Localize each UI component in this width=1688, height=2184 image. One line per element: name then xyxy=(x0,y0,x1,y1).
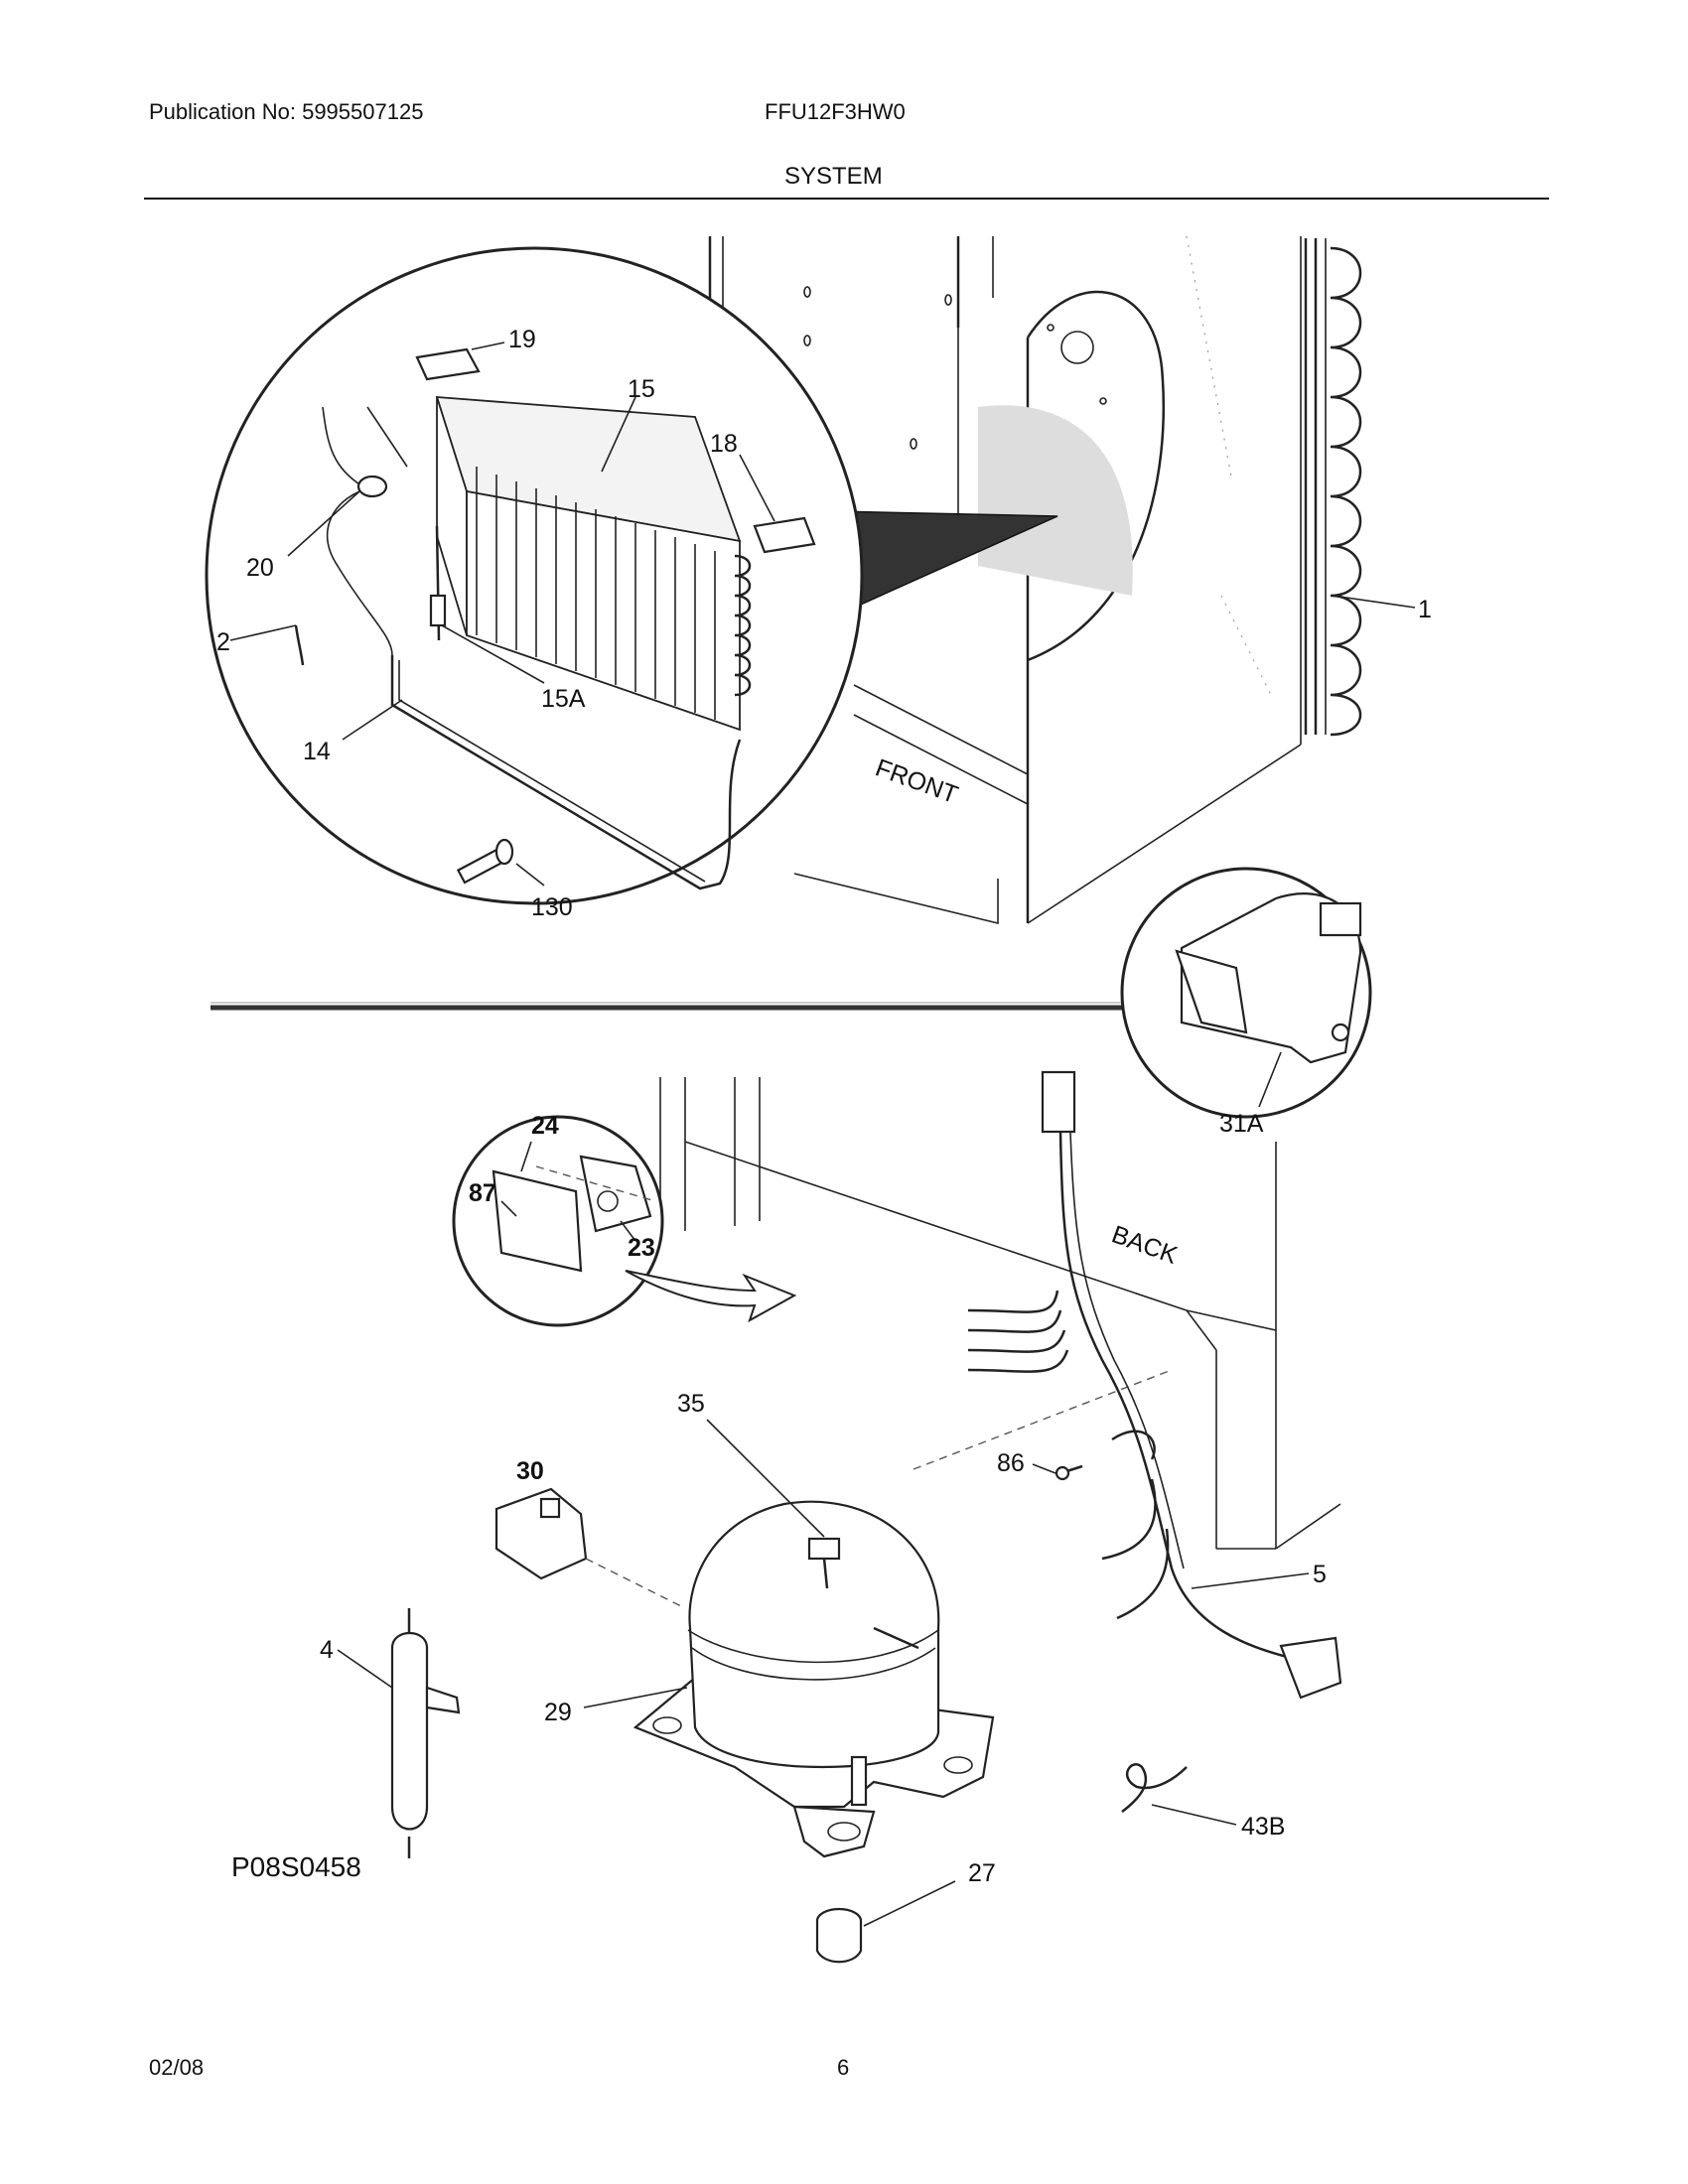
part-label-1: 1 xyxy=(1418,596,1432,623)
wire-2 xyxy=(294,624,305,666)
page-number: 6 xyxy=(837,2055,850,2080)
part-label-14: 14 xyxy=(303,738,331,765)
section-title: SYSTEM xyxy=(784,163,883,190)
compressor-29: 29 xyxy=(544,1500,995,1858)
drawing-code: P08S0458 xyxy=(231,1851,361,1882)
condenser-coil: 1 xyxy=(1304,238,1432,737)
part-label-15: 15 xyxy=(628,375,655,403)
detail-arrow xyxy=(625,1270,797,1323)
defrost-heater-15a xyxy=(429,525,447,641)
publication-number: Publication No: 5995507125 xyxy=(149,99,424,124)
part-label-23: 23 xyxy=(628,1234,655,1262)
part-label-20: 20 xyxy=(246,554,274,582)
part-label-43b: 43B xyxy=(1241,1813,1285,1841)
grommet-27: 27 xyxy=(815,1859,996,1964)
relay-detail-callout: 24 87 23 xyxy=(452,1112,664,1327)
insulation-block-18 xyxy=(753,516,816,554)
bolt-35: 35 xyxy=(677,1390,841,1589)
part-label-18: 18 xyxy=(710,430,738,458)
clip-43b: 43B xyxy=(1121,1763,1285,1841)
footer-date: 02/08 xyxy=(149,2055,205,2080)
part-label-27: 27 xyxy=(968,1859,996,1887)
part-label-87: 87 xyxy=(469,1179,496,1207)
part-label-24: 24 xyxy=(531,1112,559,1140)
power-cord-5: 5 xyxy=(1041,1070,1342,1700)
part-label-19: 19 xyxy=(508,326,536,353)
drain-pan-detail-callout: 31A xyxy=(1120,867,1372,1138)
drier-4: 4 xyxy=(320,1608,461,1858)
thermostat-sensor-20 xyxy=(322,406,408,656)
header-rule xyxy=(144,198,1549,200)
front-label: FRONT xyxy=(872,753,961,809)
cabinet-upper: FRONT xyxy=(708,235,1302,925)
part-label-31a: 31A xyxy=(1219,1110,1264,1138)
part-label-35: 35 xyxy=(677,1390,705,1418)
part-label-15a: 15A xyxy=(541,685,586,713)
screw-86: 86 xyxy=(997,1449,1083,1481)
part-label-29: 29 xyxy=(544,1699,572,1726)
insulation-block-19 xyxy=(415,347,481,381)
part-label-4: 4 xyxy=(320,1636,334,1664)
drain-plug-130 xyxy=(456,838,514,885)
tube-14 xyxy=(390,655,742,890)
part-label-30: 30 xyxy=(516,1457,544,1485)
part-label-86: 86 xyxy=(997,1449,1025,1477)
relay-30: 30 xyxy=(494,1457,686,1609)
back-label: BACK xyxy=(1108,1220,1182,1270)
part-label-2: 2 xyxy=(216,628,230,656)
model-number: FFU12F3HW0 xyxy=(765,99,906,124)
evaporator-detail-callout: 19 15 18 20 2 15A 14 130 xyxy=(205,246,864,921)
part-label-5: 5 xyxy=(1313,1561,1327,1588)
evaporator-fins xyxy=(435,396,752,732)
part-label-130: 130 xyxy=(531,893,573,921)
